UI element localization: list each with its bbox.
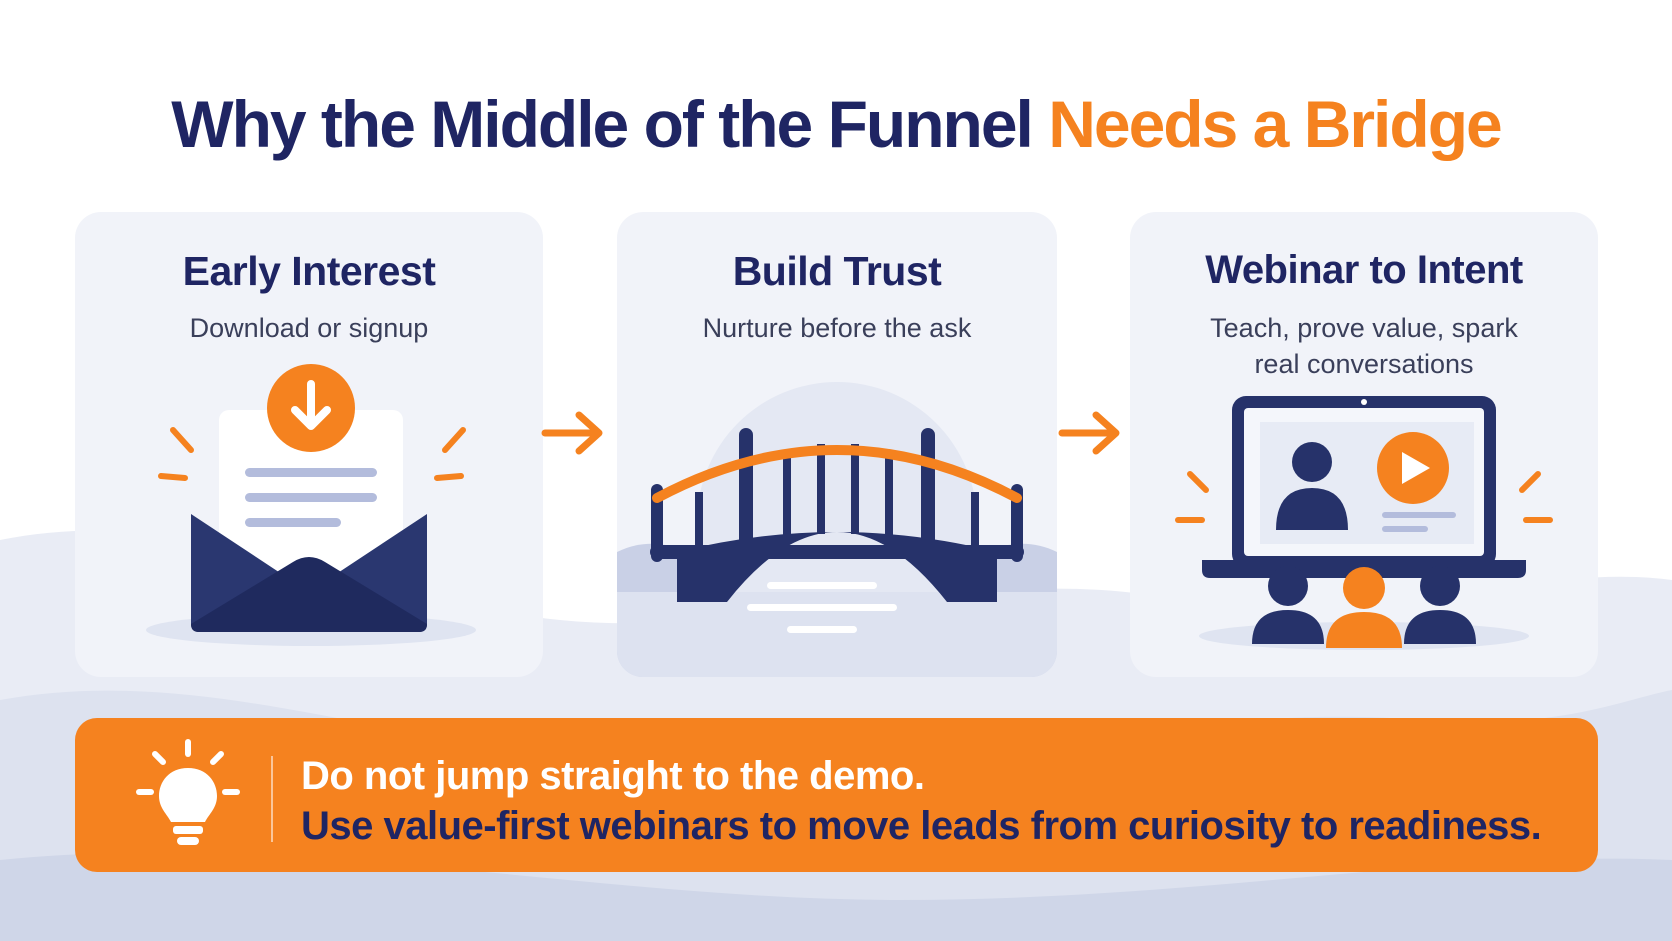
step-subtitle: Teach, prove value, spark real conversat… [1210,313,1518,379]
banner-headline: Do not jump straight to the demo. [301,754,925,798]
step-card-early-interest: Early Interest Download or signup [75,212,543,677]
envelope-download-icon [146,364,476,646]
arrow-right-icon [541,411,603,455]
bridge-icon [617,382,1057,677]
step-subtitle: Nurture before the ask [702,313,972,343]
lightbulb-icon [136,739,240,845]
arrow-right-icon [1058,411,1120,455]
key-takeaway-banner: Do not jump straight to the demo. Use va… [75,718,1598,872]
step-card-build-trust: Build Trust Nurture before the ask [617,212,1057,677]
title-part-navy: Why the Middle of the Funnel [171,87,1034,161]
title-part-orange: Needs a Bridge [1048,87,1502,161]
step-title: Webinar to Intent [1205,248,1523,292]
webinar-laptop-icon [1175,396,1553,650]
step-subtitle: Download or signup [189,313,429,343]
step-card-webinar-to-intent: Webinar to Intent Teach, prove value, sp… [1130,212,1598,677]
banner-divider [271,756,273,842]
banner-message: Use value-first webinars to move leads f… [301,804,1542,848]
step-title: Build Trust [732,248,942,294]
step-title: Early Interest [182,248,436,294]
page-title: Why the Middle of the Funnel Needs a Bri… [0,86,1672,162]
